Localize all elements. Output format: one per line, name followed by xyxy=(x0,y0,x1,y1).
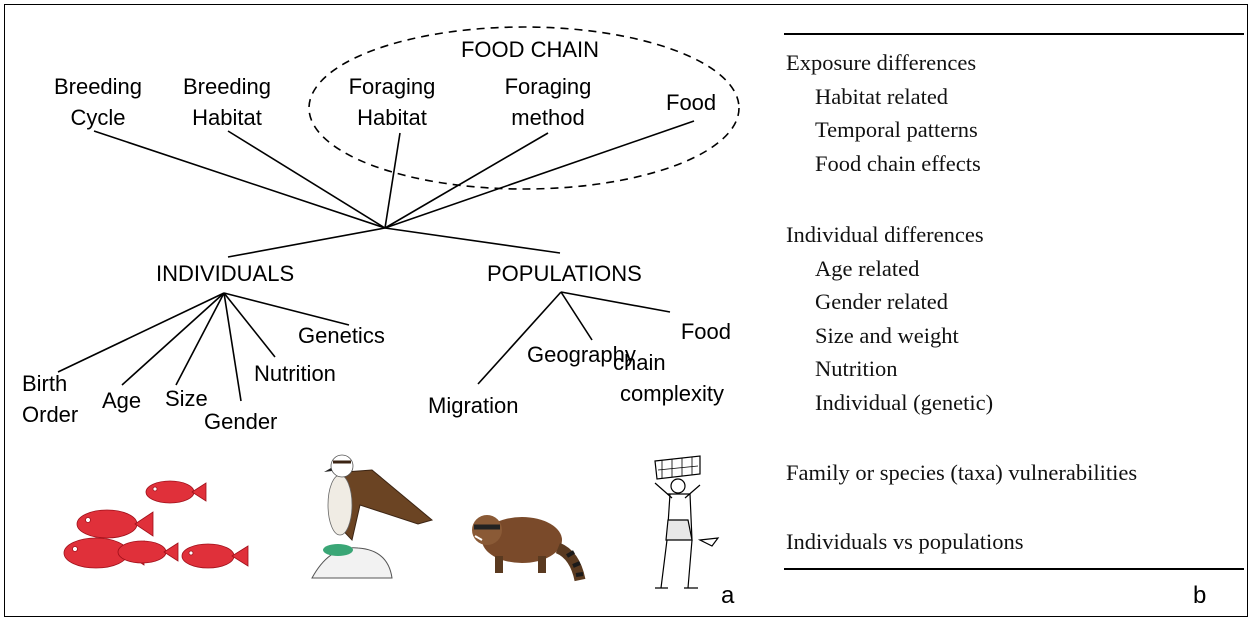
top-branches xyxy=(93,120,695,258)
bottom-rule xyxy=(784,568,1244,570)
food-chain-ellipse xyxy=(308,26,740,190)
fish-illustration xyxy=(63,480,249,569)
foraging-habitat-label: Foraging Habitat xyxy=(348,74,436,130)
food-label: Food xyxy=(666,90,717,115)
group-heading: Family or species (taxa) vulnerabilities xyxy=(786,460,1138,485)
food-chain-label: FOOD CHAIN xyxy=(460,37,600,62)
group-heading: Individual differences xyxy=(786,222,984,247)
populations-title: POPULATIONS xyxy=(487,261,642,286)
panel-letter-b: b xyxy=(1193,582,1207,609)
human-figure-illustration xyxy=(654,455,720,589)
geography-label: Geography xyxy=(527,342,636,367)
list-item: Temporal patterns xyxy=(815,117,978,142)
gender-label: Gender xyxy=(204,409,278,434)
food-chain-complexity-label: Food chain complexity xyxy=(613,319,731,406)
birth-order-label: Birth Order xyxy=(22,371,79,427)
breeding-habitat-label: Breeding Habitat xyxy=(182,74,272,130)
raccoon-illustration xyxy=(472,515,586,582)
genetics-label: Genetics xyxy=(298,323,385,348)
group-heading: Exposure differences xyxy=(786,50,977,75)
age-label: Age xyxy=(102,388,142,413)
migration-label: Migration xyxy=(428,393,519,418)
top-rule xyxy=(784,33,1244,35)
panel-letter-a: a xyxy=(721,582,735,609)
list-item: Size and weight xyxy=(815,323,959,348)
list-item: Age related xyxy=(815,256,920,281)
breeding-cycle-label: Breeding Cycle xyxy=(53,74,143,130)
list-item: Habitat related xyxy=(815,84,949,109)
list-item: Individual (genetic) xyxy=(815,390,994,415)
osprey-illustration xyxy=(311,454,434,579)
foraging-method-label: Foraging method xyxy=(504,74,592,130)
individuals-branches xyxy=(57,292,350,402)
list-item: Nutrition xyxy=(815,356,898,381)
list-item: Food chain effects xyxy=(815,151,981,176)
individuals-title: INDIVIDUALS xyxy=(156,261,295,286)
size-label: Size xyxy=(165,386,208,411)
list-item: Gender related xyxy=(815,289,949,314)
nutrition-label: Nutrition xyxy=(254,361,336,386)
group-heading: Individuals vs populations xyxy=(786,529,1024,554)
figure-frame xyxy=(4,4,1248,617)
populations-branches xyxy=(477,291,671,385)
